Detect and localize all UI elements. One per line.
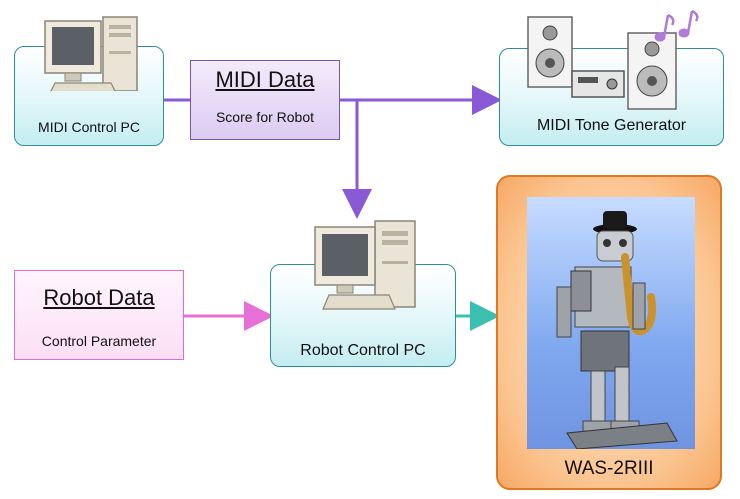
robot-data-title: Robot Data <box>43 285 155 310</box>
robot-data-subtitle: Control Parameter <box>41 333 157 349</box>
robot-data-box: Robot Data Control Parameter <box>14 270 184 360</box>
midi-tone-generator-label: MIDI Tone Generator <box>536 117 687 134</box>
robot-figure <box>556 211 678 449</box>
robot-label: WAS-2RIII <box>564 458 654 479</box>
midi-data-box: MIDI Data Score for Robot <box>190 60 340 140</box>
midi-tone-generator-box: MIDI Tone Generator <box>499 9 724 146</box>
midi-control-pc-label: MIDI Control PC <box>38 119 140 135</box>
desktop-computer-icon <box>314 220 416 310</box>
robot-control-pc-box: Robot Control PC <box>270 220 456 367</box>
midi-control-pc-box: MIDI Control PC <box>14 16 164 146</box>
amplifier-icon <box>571 70 625 98</box>
robot-panel: WAS-2RIII <box>496 175 722 490</box>
robot-photo <box>527 197 695 449</box>
midi-data-title: MIDI Data <box>215 67 315 92</box>
speaker-icon <box>527 16 677 110</box>
midi-data-subtitle: Score for Robot <box>215 109 315 125</box>
music-notes-icon <box>654 9 699 42</box>
desktop-computer-icon <box>44 16 138 91</box>
robot-control-pc-label: Robot Control PC <box>300 342 426 359</box>
